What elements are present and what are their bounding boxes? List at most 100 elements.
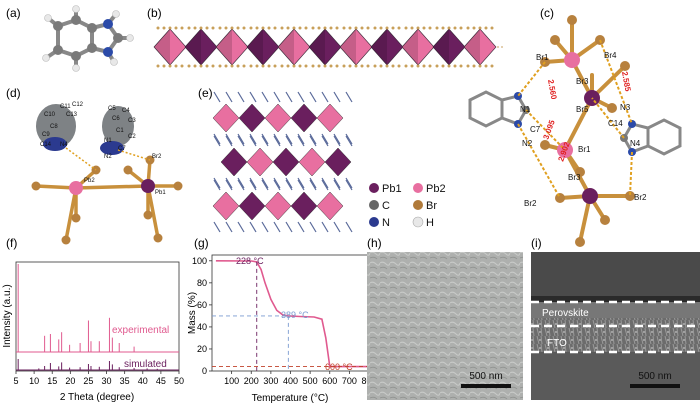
br-atom: [459, 26, 463, 30]
organic-cation: [237, 179, 245, 191]
br-atom: [298, 26, 302, 30]
organic-cation: [261, 221, 269, 233]
br-atom: [478, 26, 482, 30]
distance-label: 3.095: [541, 118, 556, 140]
organic-cation: [309, 221, 317, 233]
sem-i-layer-fto: FTO: [547, 338, 567, 349]
atom-label: C9: [42, 132, 50, 138]
br-atom: [391, 64, 395, 68]
organic-cation: [333, 133, 341, 145]
organic-cation: [225, 179, 233, 191]
atom-label: N1: [520, 105, 531, 114]
br-atom: [391, 26, 395, 30]
atom-label: Br1: [536, 53, 549, 62]
octahedra-chain-b: [153, 26, 505, 68]
organic-cation: [237, 133, 245, 145]
organic-cation: [285, 179, 293, 191]
tga-annotation-389: 389 °C: [281, 310, 309, 320]
octahedron-shade: [247, 29, 263, 65]
organic-cation: [321, 135, 329, 147]
legend-label: Br: [426, 200, 437, 212]
br-atom: [249, 64, 253, 68]
organic-cation: [345, 133, 353, 145]
octahedron: [264, 191, 292, 221]
panel-label-i: (i): [531, 236, 542, 250]
organic-cation: [333, 177, 341, 189]
br-atom: [267, 64, 271, 68]
octahedron-shade: [185, 29, 201, 65]
tga-x-tick-label: 300: [263, 376, 278, 386]
br-atom: [187, 26, 191, 30]
br-atom: [428, 26, 432, 30]
organic-cation: [285, 133, 293, 145]
xrd-x-tick-label: 15: [47, 376, 57, 386]
organic-cation: [261, 179, 269, 191]
br-atom: [230, 26, 234, 30]
atom-label: Br2: [634, 193, 647, 202]
organic-cation: [321, 91, 329, 103]
atom-label: N4: [60, 142, 68, 148]
br-atom: [441, 26, 445, 30]
panel-label-c: (c): [540, 6, 554, 20]
br-atom: [311, 26, 315, 30]
octahedron: [290, 103, 318, 133]
br-atom: [317, 26, 321, 30]
atom-label: C3: [128, 118, 136, 124]
distance-label: 2.585: [620, 71, 632, 93]
br-atom: [236, 26, 240, 30]
organic-cation: [297, 221, 305, 233]
scale-bar: [630, 384, 680, 388]
tga-y-tick-label: 40: [197, 322, 207, 332]
br-atom: [360, 64, 364, 68]
br-atom: [379, 26, 383, 30]
organic-cation: [297, 179, 305, 191]
panel-label-g: (g): [194, 236, 209, 250]
br-atom: [348, 64, 352, 68]
atom-label: Pb1: [155, 190, 166, 196]
molecule-a: [42, 5, 134, 72]
br-atom: [242, 64, 246, 68]
br-atom: [230, 64, 234, 68]
octahedron-shade: [278, 29, 294, 65]
organic-cation: [213, 179, 221, 191]
organic-cation: [249, 133, 257, 145]
tga-y-tick-label: 80: [197, 278, 207, 288]
tga-y-tick-label: 20: [197, 344, 207, 354]
br-atom: [329, 64, 333, 68]
tga-curve: [215, 260, 369, 368]
br-atom: [280, 64, 284, 68]
br-atom: [466, 26, 470, 30]
br-atom: [397, 64, 401, 68]
panel-label-d: (d): [6, 86, 21, 100]
br-atom: [199, 26, 203, 30]
xrd-x-tick-label: 30: [102, 376, 112, 386]
scale-bar: [461, 384, 511, 388]
octahedron-shade: [216, 29, 232, 65]
tga-y-tick-label: 0: [202, 366, 207, 376]
br-atom: [329, 26, 333, 30]
panel-label-f: (f): [6, 236, 17, 250]
xrd-x-tick-label: 50: [174, 376, 184, 386]
octahedron: [272, 147, 300, 177]
tga-x-tick-label: 400: [283, 376, 298, 386]
atom-label: C8: [50, 124, 58, 130]
br-atom: [180, 26, 184, 30]
br-atom: [441, 64, 445, 68]
organic-cation: [273, 91, 281, 103]
organic-cation: [285, 177, 293, 189]
organic-cation: [345, 135, 353, 147]
atom-label: Br3: [576, 77, 589, 86]
br-atom: [255, 64, 259, 68]
organic-cation: [225, 135, 233, 147]
atom-label: N3: [620, 103, 631, 112]
br-atom: [490, 64, 494, 68]
br-atom: [292, 26, 296, 30]
br-atom: [242, 26, 246, 30]
organic-cation: [333, 221, 341, 233]
atom-label: C6: [112, 116, 120, 122]
panel-label-h: (h): [367, 236, 382, 250]
atom-label: N2: [522, 139, 533, 148]
br-atom: [218, 64, 222, 68]
